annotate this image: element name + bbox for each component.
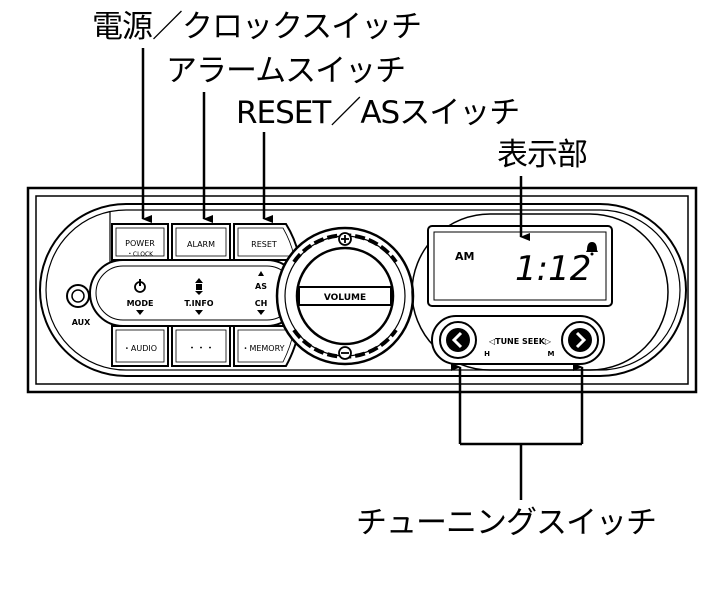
- display-time: 1:12: [515, 249, 591, 289]
- volume-label: VOLUME: [324, 293, 366, 303]
- plus-icon: [338, 232, 352, 246]
- tune-h-label: H: [484, 350, 490, 358]
- tinfo-button[interactable]: T.INFO: [184, 278, 214, 315]
- down-triangle-icon: [195, 310, 203, 315]
- callout-power-clock: 電源／クロックスイッチ: [92, 9, 422, 45]
- tinfo-label: T.INFO: [184, 299, 213, 308]
- callout-arrows: [141, 48, 584, 500]
- mode-label: MODE: [127, 299, 154, 308]
- clock-label: ・CLOCK: [127, 251, 154, 258]
- alarm-label: ALARM: [187, 240, 215, 249]
- minus-icon: [338, 346, 352, 360]
- aux-jack[interactable]: AUX: [66, 284, 91, 327]
- mode-button[interactable]: MODE: [127, 279, 154, 315]
- right-panel: [411, 213, 669, 371]
- reset-label: RESET: [251, 240, 277, 249]
- bell-icon: [586, 242, 598, 256]
- callout-display: 表示部: [497, 137, 588, 173]
- display-am: AM: [455, 250, 474, 263]
- callout-tuning: チューニングスイッチ: [356, 505, 657, 541]
- display: AM 1:12: [427, 225, 613, 307]
- down-triangle-icon: [257, 310, 265, 315]
- alarm-button[interactable]: ALARM: [171, 223, 231, 261]
- aux-label: AUX: [72, 318, 91, 327]
- chevron-left-icon: [451, 331, 463, 349]
- tune-seek-label: ◁TUNE SEEK▷: [488, 337, 552, 346]
- as-ch-button[interactable]: AS CH: [255, 271, 268, 315]
- tuning-panel: ◁TUNE SEEK▷ H M: [431, 315, 605, 365]
- as-label: AS: [255, 282, 267, 291]
- callout-alarm: アラームスイッチ: [166, 53, 406, 89]
- tune-m-label: M: [548, 350, 555, 358]
- audio-label: ・AUDIO: [123, 344, 157, 353]
- ch-label: CH: [255, 299, 268, 308]
- tune-up-button[interactable]: [561, 321, 599, 359]
- dots-label: ・・・: [187, 344, 214, 354]
- chevron-right-icon: [575, 331, 587, 349]
- volume-knob[interactable]: VOLUME: [275, 226, 415, 366]
- dots-button[interactable]: ・・・: [171, 325, 231, 367]
- up-triangle-icon: [258, 271, 264, 276]
- power-icon: [134, 279, 146, 293]
- audio-button[interactable]: ・AUDIO: [111, 325, 169, 367]
- traffic-info-icon: [195, 278, 203, 295]
- down-triangle-icon: [136, 310, 144, 315]
- tune-down-button[interactable]: [439, 321, 477, 359]
- callout-reset-as: RESET／ASスイッチ: [236, 95, 520, 131]
- power-label: POWER: [125, 239, 155, 248]
- power-clock-button[interactable]: POWER ・CLOCK: [111, 223, 169, 261]
- memory-label: ・MEMORY: [241, 344, 284, 353]
